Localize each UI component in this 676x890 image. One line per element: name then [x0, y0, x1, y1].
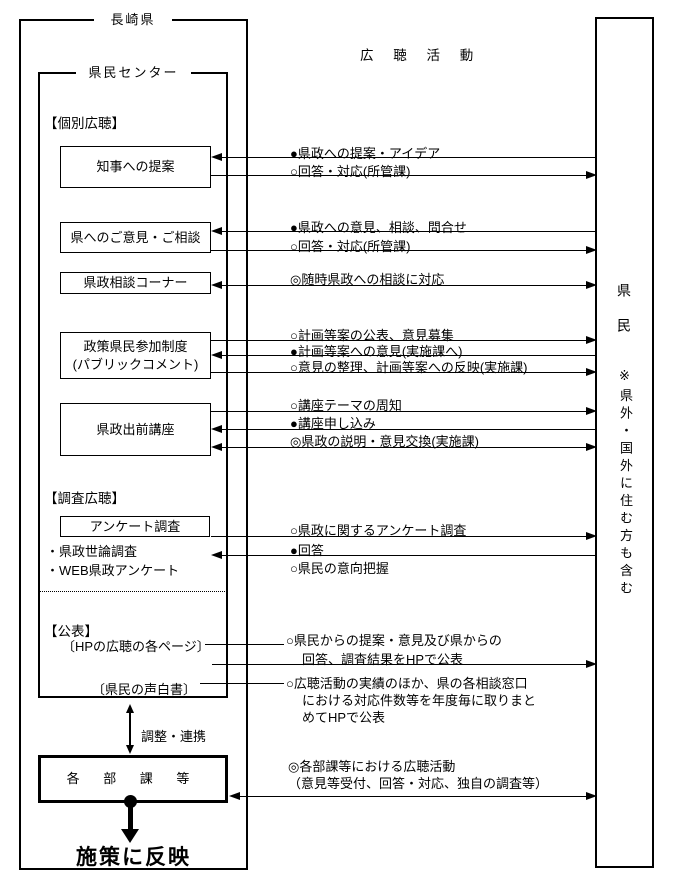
flow-line [240, 796, 586, 797]
flow-line [211, 340, 586, 341]
arrowhead-right-icon [586, 792, 597, 800]
coordination-arrow-down-icon [126, 745, 134, 754]
coordination-label: 調整・連携 [141, 729, 207, 744]
flow-line [220, 447, 586, 448]
diagram-title: 広 聴 活 動 [360, 48, 482, 63]
public-comment-label-line2: (パブリックコメント) [72, 356, 199, 372]
citizens-label: 県民 [616, 283, 632, 353]
policy-arrow-down-icon [121, 829, 139, 843]
flow-label-reply-response-1: ○回答・対応(所管課) [290, 164, 411, 179]
arrowhead-left-icon [211, 153, 222, 161]
arrowhead-right-icon [586, 171, 597, 179]
demae-lecture-box: 県政出前講座 [60, 403, 211, 456]
consultation-corner-label: 県政相談コーナー [83, 275, 188, 291]
consultation-corner-box: 県政相談コーナー [60, 272, 211, 294]
citizens-note: ※県外・国外に住む方も含む [618, 369, 633, 599]
prefecture-label: 長崎県 [94, 12, 172, 27]
section-divider-dotted-line [39, 591, 227, 592]
flow-line [211, 411, 586, 412]
arrowhead-right-icon [586, 368, 597, 376]
flow-label-reply-response-2: ○回答・対応(所管課) [290, 239, 411, 254]
public-comment-label-line1: 政策県民参加制度 [83, 338, 188, 354]
policy-arrow-stem [128, 801, 133, 830]
arrowhead-left-icon [211, 227, 222, 235]
coordination-arrow-shaft [129, 712, 131, 746]
arrowhead-right-icon [586, 246, 597, 254]
public-comment-box: 政策県民参加制度 (パブリックコメント) [60, 332, 211, 379]
section-publication: 【公表】 [44, 624, 98, 639]
connector-line [200, 683, 284, 684]
section-individual-hearing: 【個別広聴】 [44, 116, 125, 131]
arrowhead-right-icon [586, 336, 597, 344]
flow-line [220, 231, 595, 232]
flow-line [220, 429, 595, 430]
opinion-poll-item: ・県政世論調査 [46, 544, 138, 559]
arrowhead-left-icon [229, 792, 240, 800]
flow-label-lecture-theme: ○講座テーマの周知 [290, 398, 402, 413]
arrowhead-left-icon [211, 425, 222, 433]
flow-label-opinion-consult: ●県政への意見、相談、問合せ [290, 220, 467, 235]
coordination-arrow-up-icon [126, 704, 134, 713]
flow-label-survey-answer: ●回答 [290, 543, 324, 558]
flow-label-anytime-consult: ◎随時県政への相談に対応 [290, 272, 445, 287]
demae-lecture-label: 県政出前講座 [96, 421, 175, 437]
flow-label-lecture-exchange: ◎県政の説明・意見交換(実施課) [290, 434, 480, 449]
flow-label-departments-line1: ◎各部課等における広聴活動 [288, 759, 456, 774]
connector-line [205, 644, 284, 645]
flow-label-whitepaper-line2: における対応件数等を年度毎に取りまと [302, 693, 537, 708]
flow-line [220, 555, 595, 556]
questionnaire-box: アンケート調査 [60, 516, 210, 537]
flow-line [211, 175, 586, 176]
citizens-box [595, 17, 654, 868]
arrowhead-right-icon [586, 443, 597, 451]
flow-label-survey: ○県政に関するアンケート調査 [290, 523, 467, 538]
arrowhead-left-icon [211, 281, 222, 289]
flow-label-proposal-idea: ●県政への提案・アイデア [290, 146, 441, 161]
arrowhead-left-icon [211, 351, 222, 359]
opinions-label: 県へのご意見・ご相談 [70, 229, 201, 245]
governor-proposal-box: 知事への提案 [60, 146, 211, 188]
flow-label-plan-reflect: ○意見の整理、計画等案への反映(実施課) [290, 360, 528, 375]
flow-line [211, 250, 586, 251]
flow-line [220, 285, 586, 286]
flow-label-hp-publish-line1: ○県民からの提案・意見及び県からの [286, 633, 502, 648]
arrowhead-right-icon [586, 281, 597, 289]
hp-pages-label: 〔HPの広聴の各ページ〕 [62, 639, 210, 654]
flow-line [212, 664, 586, 665]
flow-label-departments-line2: （意見等受付、回答・対応、独自の調査等） [288, 776, 549, 791]
web-questionnaire-item: ・WEB県政アンケート [46, 563, 180, 578]
flow-label-whitepaper-line3: めてHPで公表 [302, 710, 386, 725]
arrowhead-right-icon [586, 532, 597, 540]
departments-label: 各 部 課 等 [66, 771, 200, 787]
white-paper-label: 〔県民の声白書〕 [92, 682, 197, 697]
flow-label-whitepaper-line1: ○広聴活動の実績のほか、県の各相談窓口 [286, 676, 528, 691]
section-survey-hearing: 【調査広聴】 [44, 491, 125, 506]
flow-label-plan-publication: ○計画等案の公表、意見募集 [290, 328, 454, 343]
arrowhead-left-icon [211, 551, 222, 559]
arrowhead-right-icon [586, 407, 597, 415]
opinions-box: 県へのご意見・ご相談 [60, 222, 211, 253]
policy-reflection-label: 施策に反映 [76, 846, 191, 869]
arrowhead-left-icon [211, 443, 222, 451]
flow-line [211, 536, 586, 537]
flow-label-hp-publish-line2: 回答、調査結果をHPで公表 [302, 652, 464, 667]
flow-label-intent-grasp: ○県民の意向把握 [290, 561, 389, 576]
citizens-center-label: 県民センター [76, 65, 191, 80]
governor-proposal-label: 知事への提案 [96, 159, 175, 175]
flow-line [220, 157, 595, 158]
questionnaire-label: アンケート調査 [89, 518, 181, 534]
flow-line [211, 372, 586, 373]
flow-label-lecture-apply: ●講座申し込み [290, 416, 376, 431]
flow-line [220, 355, 595, 356]
arrowhead-right-icon [586, 660, 597, 668]
